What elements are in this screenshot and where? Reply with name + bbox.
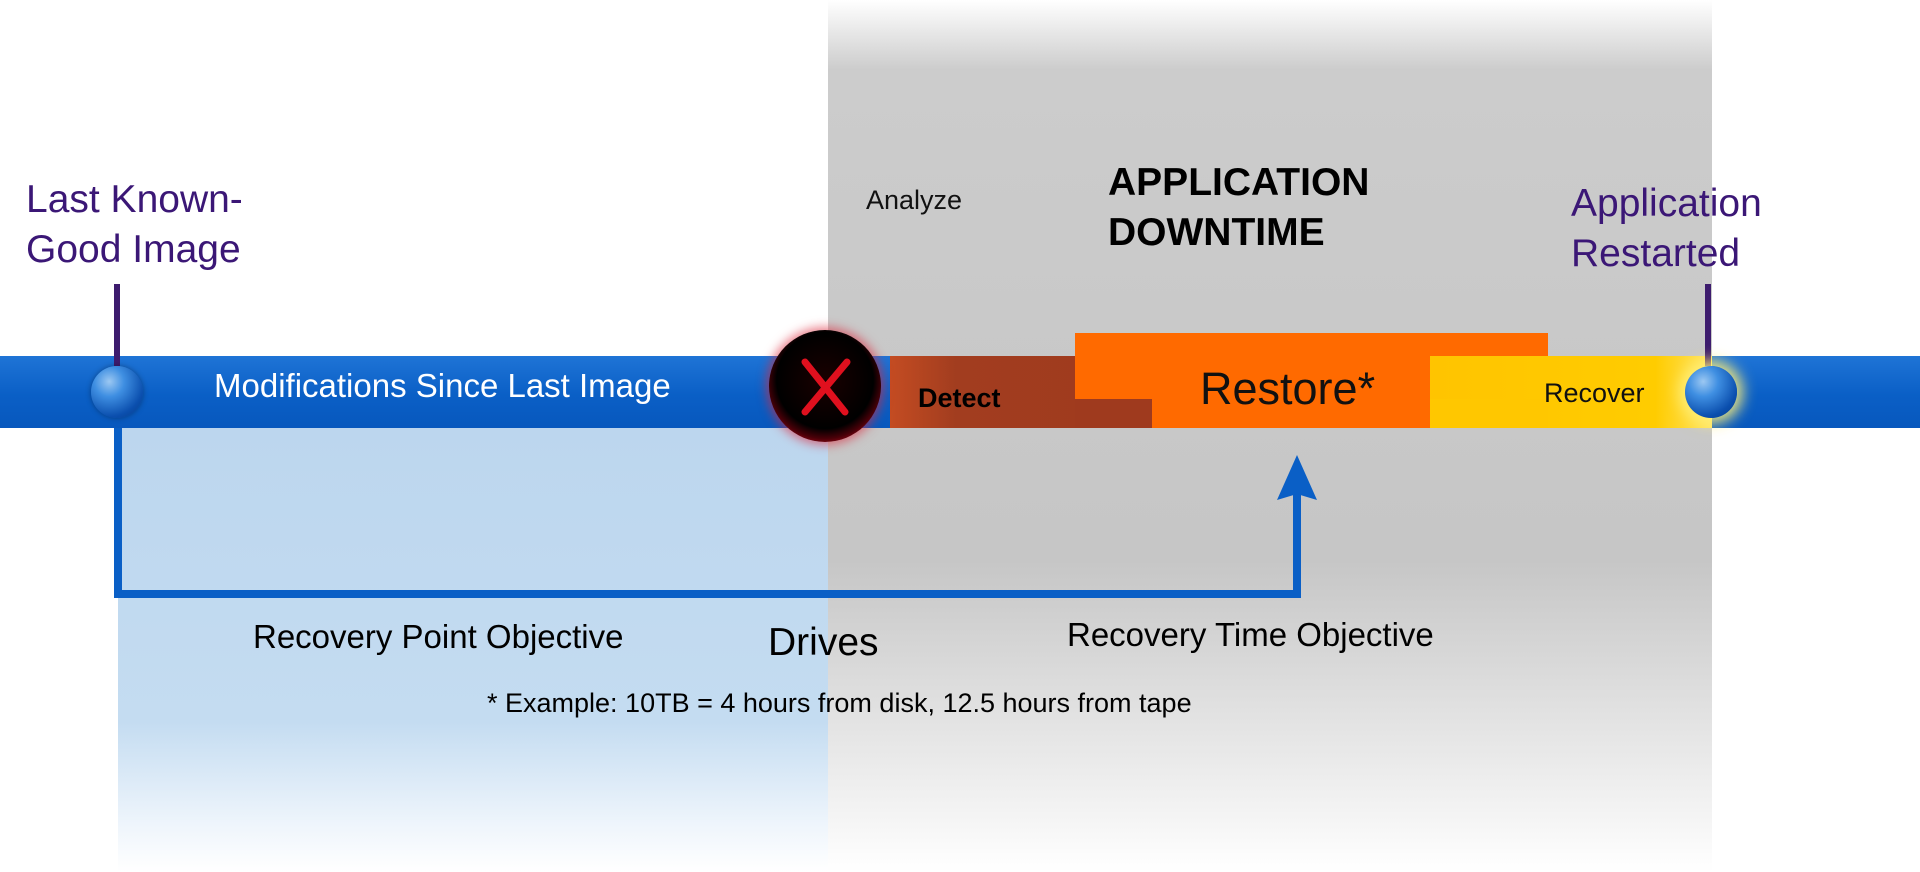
application-restarted-label: Application Restarted — [1571, 179, 1762, 279]
detect-label: Detect — [918, 383, 1001, 413]
downtime-title-line-2: DOWNTIME — [1108, 211, 1325, 254]
orb-marker-icon — [1685, 366, 1737, 418]
footnote: * Example: 10TB = 4 hours from disk, 12.… — [487, 688, 1192, 718]
restarted-marker-line — [1705, 284, 1711, 366]
application-downtime-zone — [828, 0, 1712, 872]
rpo-zone — [118, 422, 828, 872]
application-restarted-line-2: Restarted — [1571, 232, 1741, 275]
recovery-time-objective-label: Recovery Time Objective — [1067, 616, 1434, 653]
last-known-good-label: Last Known- Good Image — [26, 175, 243, 275]
drives-label: Drives — [768, 621, 879, 664]
recover-label: Recover — [1544, 378, 1645, 408]
restore-notch — [1075, 399, 1152, 428]
restore-label: Restore* — [1200, 363, 1376, 414]
recover-phase-lower — [1430, 399, 1548, 428]
last-good-marker-line — [114, 284, 120, 366]
x-failure-icon — [769, 330, 881, 442]
downtime-title-line-1: APPLICATION — [1108, 161, 1370, 204]
modifications-label: Modifications Since Last Image — [214, 367, 671, 404]
application-restarted-line-1: Application — [1571, 182, 1762, 225]
last-known-good-line-1: Last Known- — [26, 178, 243, 221]
last-known-good-line-2: Good Image — [26, 228, 241, 271]
recovery-point-objective-label: Recovery Point Objective — [253, 618, 624, 655]
orb-marker-icon — [91, 366, 143, 418]
analyze-label: Analyze — [866, 185, 963, 215]
application-downtime-title: APPLICATION DOWNTIME — [1108, 158, 1369, 258]
